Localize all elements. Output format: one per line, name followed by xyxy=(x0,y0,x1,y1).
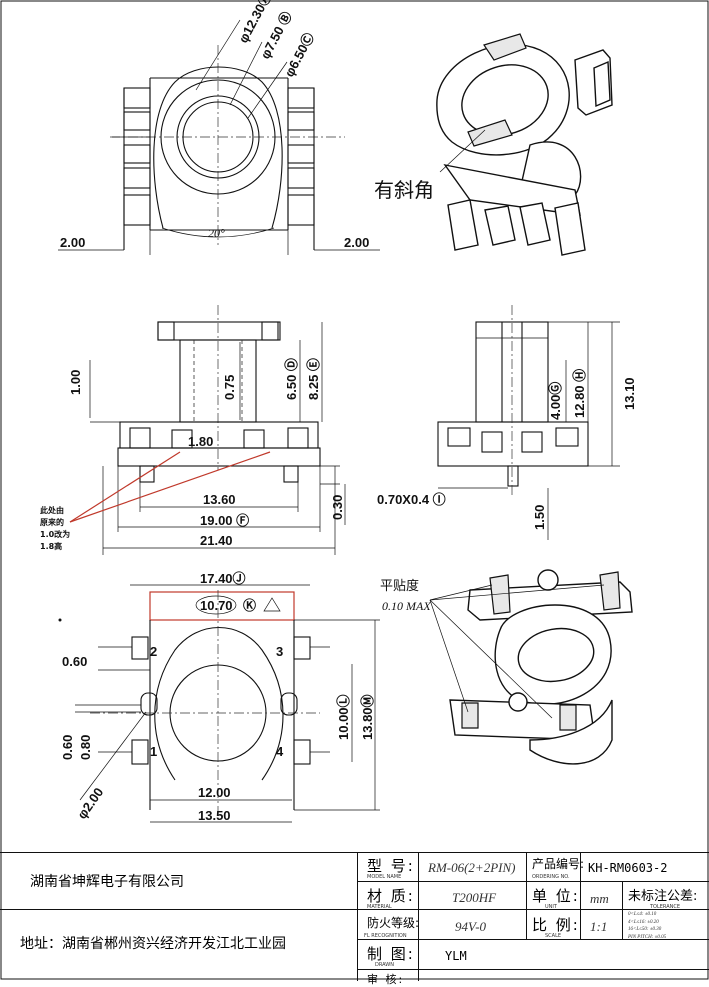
company-address: 地址：湖南省郴州资兴经济开发江北工业园 xyxy=(20,936,286,952)
iso-top-view xyxy=(436,33,613,256)
iso-top-note: 有斜角 xyxy=(374,178,434,202)
front-note: 此处由 原来的 1.0改为 1.8高 xyxy=(40,505,70,551)
side-dim-h1: 4.00Ⓖ xyxy=(548,382,563,420)
side-dim-pin: 0.70X0.4 Ⓘ xyxy=(377,492,446,507)
tolerance-label: 未标注公差: xyxy=(628,889,698,904)
title-block: 湖南省坤辉电子有限公司 地址：湖南省郴州资兴经济开发江北工业园 型 号: MOD… xyxy=(0,852,709,986)
front-note-line: 此处由 xyxy=(40,505,64,515)
tolerance-table: 0<L≤4: ±0.10 4<L≤16: ±0.20 16<L≤50: ±0.3… xyxy=(628,911,666,941)
front-dim-h2: 0.75 xyxy=(222,375,237,400)
front-dim-h4: 8.25 Ⓔ xyxy=(306,358,321,400)
bottom-view xyxy=(75,584,380,823)
bottom-dim-w1: 17.40Ⓙ xyxy=(200,571,246,586)
model-sub: MODEL NAME xyxy=(367,874,402,880)
model-value: RM-06(2+2PIN) xyxy=(428,860,516,875)
partno-label: 产品编号: xyxy=(532,857,585,871)
material-label: 材 质: xyxy=(367,887,415,905)
front-note-line: 1.0改为 xyxy=(40,529,70,539)
checked-label: 审 核: xyxy=(367,973,405,986)
front-dim-h3: 6.50 Ⓓ xyxy=(284,358,299,400)
top-view xyxy=(58,19,380,255)
bottom-dim-w2-tag: Ⓚ xyxy=(243,598,256,613)
iso-bottom-view xyxy=(429,569,633,765)
unit-sub: UNIT xyxy=(545,904,557,910)
bottom-dim-w2: 10.70 xyxy=(200,598,233,613)
unit-label: 单 位: xyxy=(532,887,580,905)
tolerance-row: PIN PITCH: ±0.05 xyxy=(628,934,667,940)
bottom-dim-w3: 12.00 xyxy=(198,785,231,800)
front-view xyxy=(69,305,346,555)
top-dim-right: 2.00 xyxy=(344,235,369,250)
scale-label: 比 例: xyxy=(532,916,580,934)
flame-value: 94V-0 xyxy=(455,919,487,934)
bottom-dim-dia: φ2.00 xyxy=(74,785,106,822)
front-note-line: 1.8高 xyxy=(40,541,62,551)
unit-value: mm xyxy=(590,891,609,906)
drawn-value: YLM xyxy=(445,949,467,963)
top-dim-left: 2.00 xyxy=(60,235,85,250)
front-dim-t: 0.30 xyxy=(330,495,345,520)
pin-number: 3 xyxy=(276,644,283,659)
front-dim-w1: 1.80 xyxy=(188,434,213,449)
partno-value: KH-RM0603-2 xyxy=(588,861,668,875)
pin-number: 4 xyxy=(276,744,284,759)
bottom-dim-v1: 10.00Ⓛ xyxy=(336,694,351,740)
flame-sub: FL RECOGNITION xyxy=(364,933,407,939)
bottom-dim-h2: 0.60 xyxy=(60,735,75,760)
pin-number: 2 xyxy=(150,644,157,659)
flame-label: 防火等级: xyxy=(367,916,420,930)
front-dim-w2: 13.60 xyxy=(203,492,236,507)
bottom-dim-v2: 13.80Ⓜ xyxy=(360,694,375,740)
bottom-dim-h1: 0.60 xyxy=(62,654,87,669)
side-dim-h3: 13.10 xyxy=(622,377,637,410)
top-dim-d3: φ6.50Ⓒ xyxy=(281,30,317,79)
tolerance-row: 4<L≤16: ±0.20 xyxy=(628,919,659,925)
tolerance-sub: TOLERANCE xyxy=(650,904,681,910)
drawn-sub: DRAWN xyxy=(375,962,394,968)
front-dim-w4: 21.40 xyxy=(200,533,233,548)
side-dim-h2: 12.80 Ⓗ xyxy=(572,369,587,418)
side-view xyxy=(437,305,620,540)
iso-bottom-note2: 0.10 MAX xyxy=(382,599,431,613)
material-value: T200HF xyxy=(452,890,497,905)
pin-number: 1 xyxy=(150,744,157,759)
bottom-dim-w4: 13.50 xyxy=(198,808,231,823)
front-dim-h1: 1.00 xyxy=(68,370,83,395)
iso-bottom-note1: 平贴度 xyxy=(380,578,419,594)
tolerance-row: 16<L≤50: ±0.30 xyxy=(628,927,662,932)
tolerance-row: 0<L≤4: ±0.10 xyxy=(628,912,657,917)
company-name: 湖南省坤辉电子有限公司 xyxy=(30,874,184,890)
side-dim-pin-len: 1.50 xyxy=(532,505,547,530)
top-dim-angle: 20° xyxy=(208,226,225,240)
drawn-label: 制 图: xyxy=(367,945,415,963)
front-dim-w3: 19.00 Ⓕ xyxy=(200,513,249,528)
bottom-dim-h3: 0.80 xyxy=(78,735,93,760)
front-note-line: 原来的 xyxy=(40,517,64,527)
material-sub: MATERIAL xyxy=(367,904,392,910)
scale-sub: SCALE xyxy=(545,933,562,939)
model-label: 型 号: xyxy=(367,857,415,875)
partno-sub: ORDERING NO. xyxy=(532,874,570,880)
scale-value: 1:1 xyxy=(590,919,608,934)
